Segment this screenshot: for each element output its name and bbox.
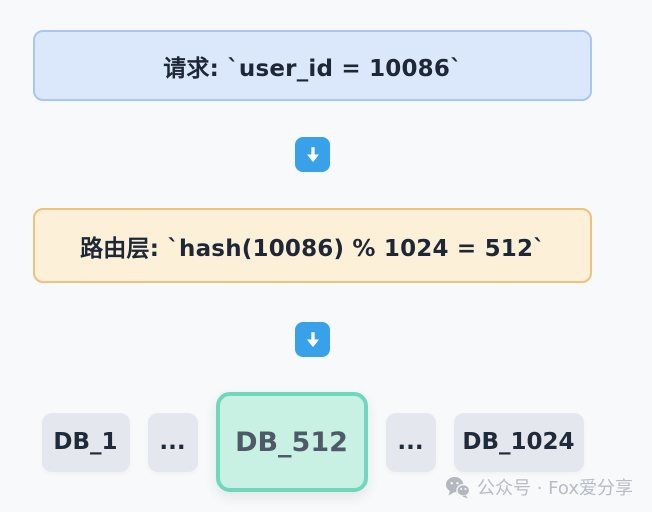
request-label: 请求: `user_id = 10086`	[163, 55, 462, 82]
watermark-text: 公众号 · Fox爱分享	[477, 478, 633, 499]
down-arrow-icon	[295, 137, 330, 172]
db-node-512-target: DB_512	[215, 392, 368, 492]
down-arrow-icon	[295, 322, 330, 357]
db-ellipsis-left: ...	[147, 412, 198, 472]
db-node-1: DB_1	[41, 412, 130, 472]
routing-label: 路由层: `hash(10086) % 1024 = 512`	[80, 235, 545, 262]
db-node-1024: DB_1024	[453, 412, 584, 472]
wechat-icon	[445, 476, 470, 499]
database-row: DB_1 ... DB_512 ... DB_1024	[41, 392, 584, 492]
sharding-flow-diagram: 请求: `user_id = 10086` 路由层: `hash(10086) …	[33, 30, 592, 492]
request-node: 请求: `user_id = 10086`	[33, 30, 592, 101]
db-ellipsis-right: ...	[385, 412, 436, 472]
routing-node: 路由层: `hash(10086) % 1024 = 512`	[33, 208, 592, 283]
watermark: 公众号 · Fox爱分享	[445, 474, 633, 500]
